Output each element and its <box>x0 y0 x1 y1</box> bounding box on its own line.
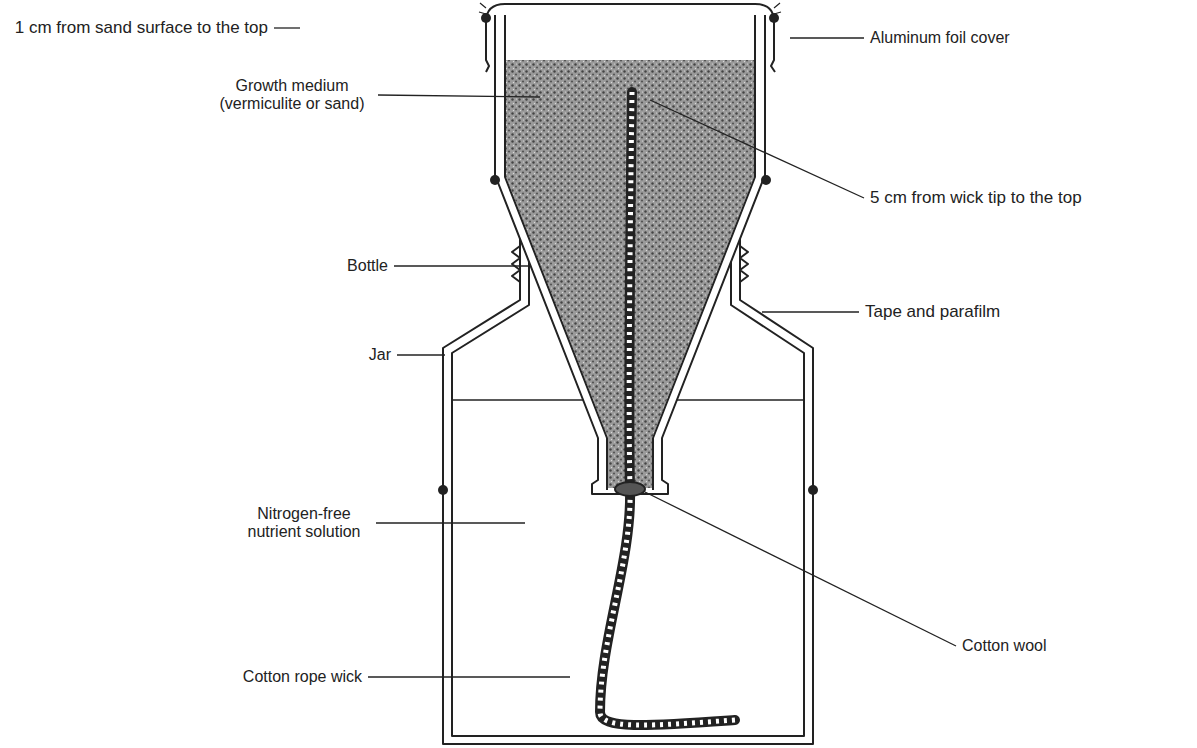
leader-line <box>650 100 864 198</box>
tape-band <box>769 13 779 23</box>
callout-label: Nitrogen-free nutrient solution <box>238 505 370 542</box>
leader-line <box>645 492 956 646</box>
cotton-rope-twist <box>600 92 735 725</box>
leader-line <box>394 265 528 266</box>
leader-line <box>762 311 859 312</box>
tape-band <box>438 485 448 495</box>
leader-line <box>397 354 445 355</box>
callout-label: Bottle <box>347 257 388 275</box>
callout-label: Tape and parafilm <box>865 302 1000 322</box>
callout-label: Growth medium (vermiculite or sand) <box>212 77 372 114</box>
leader-line <box>790 37 864 38</box>
callout-label: 5 cm from wick tip to the top <box>870 188 1082 208</box>
tape-band <box>808 485 818 495</box>
leader-line <box>376 522 525 523</box>
cotton-wool <box>615 482 645 496</box>
cotton-rope-wick <box>600 92 735 725</box>
tape-band <box>761 175 771 185</box>
callout-label: Cotton wool <box>962 637 1047 655</box>
callout-label: 1 cm from sand surface to the top <box>15 18 268 38</box>
foil-crinkle <box>479 3 781 14</box>
callout-label: Cotton rope wick <box>243 668 362 686</box>
foil-cover <box>486 4 775 72</box>
leader-line <box>378 95 540 97</box>
leader-line <box>274 27 300 28</box>
callout-label: Jar <box>369 346 391 364</box>
tape-band <box>481 13 491 23</box>
leader-line <box>368 676 570 677</box>
tape-band <box>490 175 500 185</box>
callout-label: Aluminum foil cover <box>870 29 1010 47</box>
